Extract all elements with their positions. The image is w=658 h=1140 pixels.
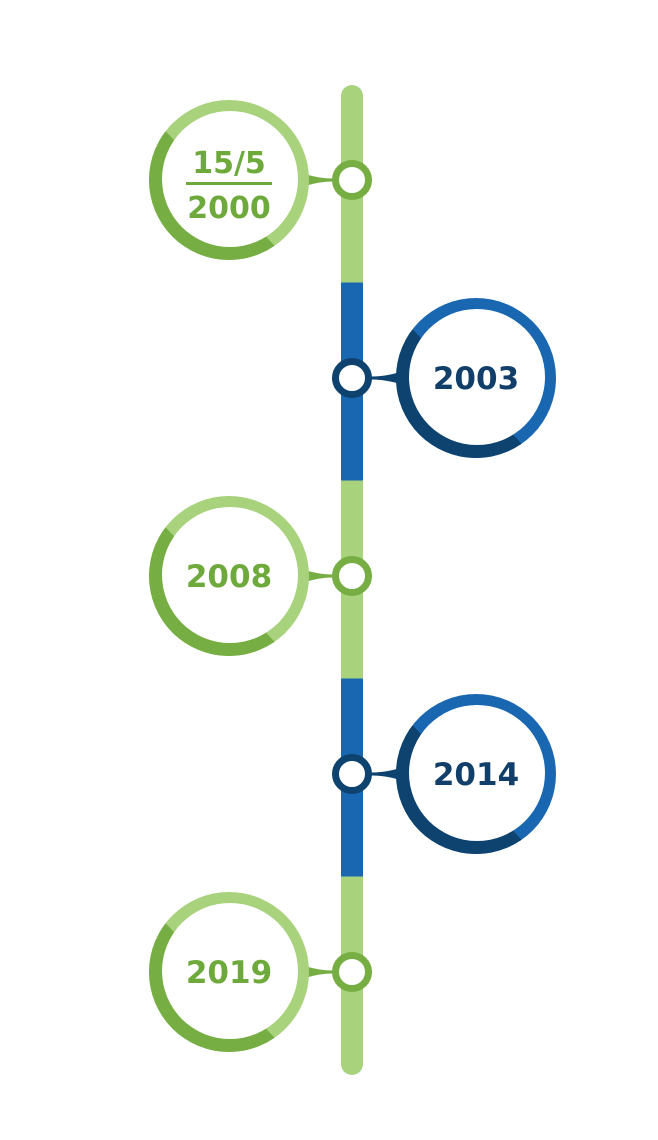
date-badge-shadow [149, 509, 292, 656]
date-badge-shadow [149, 113, 292, 260]
date-year: 2014 [433, 757, 519, 793]
date-badge [162, 903, 298, 1039]
date-badge [162, 507, 298, 643]
date-year: 2000 [187, 191, 271, 226]
timeline-event: 2008 [149, 496, 372, 656]
date-badge [409, 309, 545, 445]
timeline-node [332, 160, 372, 200]
date-badge-shadow [396, 707, 539, 854]
connector [368, 372, 400, 384]
date-badge [162, 111, 298, 247]
timeline-event: 15/5 2000 [149, 100, 372, 260]
timeline-node [332, 952, 372, 992]
date-badge-shadow [149, 905, 292, 1052]
connector [305, 966, 336, 978]
date-year: 2019 [186, 955, 272, 991]
date-year: 2008 [186, 559, 272, 595]
connector [368, 768, 400, 780]
timeline-event: 2019 [149, 892, 372, 1052]
connector [305, 570, 336, 582]
date-year: 2003 [433, 361, 519, 397]
date-badge-shadow [396, 311, 539, 458]
timeline-node [332, 556, 372, 596]
fraction-line [186, 182, 272, 185]
timeline-event: 2014 [332, 694, 556, 854]
date-badge [409, 705, 545, 841]
timeline-node [332, 754, 372, 794]
timeline-node [332, 358, 372, 398]
timeline-event: 2003 [332, 298, 556, 458]
date-day-month: 15/5 [192, 146, 266, 181]
connector [305, 174, 336, 186]
